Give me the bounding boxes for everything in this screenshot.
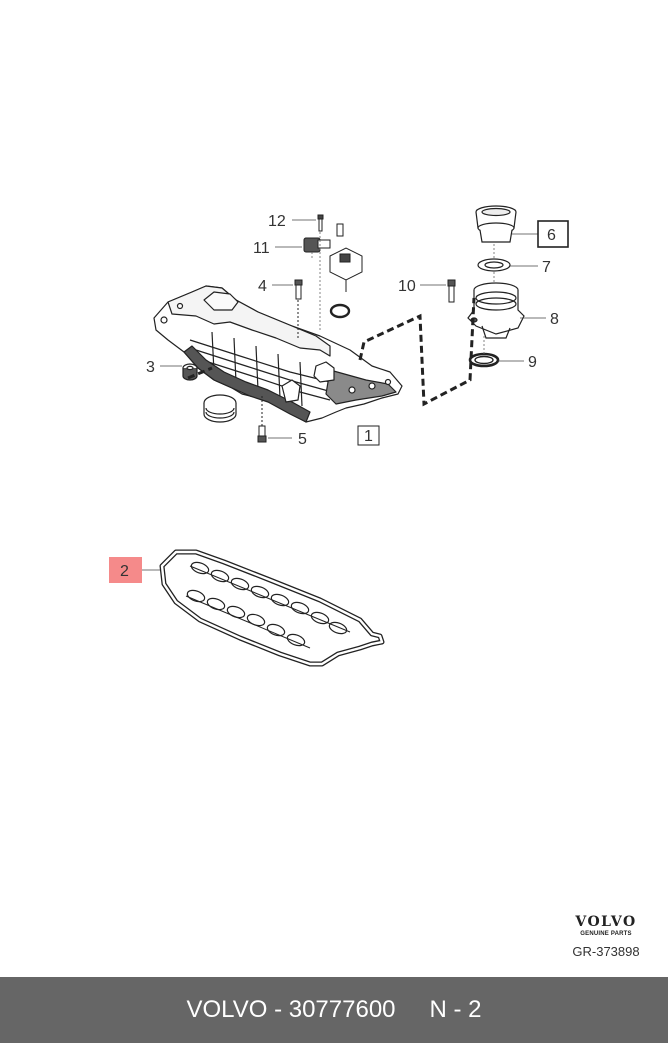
bolt-part-5 bbox=[257, 396, 267, 443]
parts-diagram: 12 11 4 3 5 1 10 6 7 8 9 2 bbox=[109, 205, 569, 667]
svg-text:6: 6 bbox=[547, 227, 556, 244]
svg-text:9: 9 bbox=[528, 354, 537, 371]
logo-wordmark: VOLVO bbox=[575, 914, 637, 930]
svg-text:3: 3 bbox=[146, 359, 155, 376]
callout-3: 3 bbox=[146, 359, 155, 376]
callout-2-highlighted: 2 bbox=[109, 557, 142, 583]
callout-1: 1 bbox=[357, 425, 380, 446]
footer-bar: VOLVO - 30777600 N - 2 bbox=[0, 977, 668, 1043]
filler-neck-part-8 bbox=[467, 282, 525, 339]
volvo-logo: VOLVO GENUINE PARTS bbox=[560, 914, 652, 938]
callout-9: 9 bbox=[528, 354, 537, 371]
footer-part-number: 30777600 bbox=[288, 996, 396, 1023]
diagram-reference-code: GR-373898 bbox=[572, 944, 640, 959]
o-ring-part-9 bbox=[468, 352, 500, 368]
svg-text:10: 10 bbox=[398, 278, 416, 295]
callout-4: 4 bbox=[258, 278, 267, 295]
bolt-part-10 bbox=[447, 279, 456, 303]
svg-text:12: 12 bbox=[268, 213, 286, 230]
gasket-part-2 bbox=[159, 549, 385, 667]
svg-text:2: 2 bbox=[120, 563, 129, 580]
footer-separator: - bbox=[274, 996, 283, 1023]
callout-11: 11 bbox=[253, 240, 270, 257]
callout-12: 12 bbox=[268, 213, 286, 230]
callout-6: 6 bbox=[537, 220, 569, 248]
gasket-upper-seals bbox=[189, 561, 351, 635]
svg-text:5: 5 bbox=[298, 431, 307, 448]
footer-brand: VOLVO bbox=[186, 996, 268, 1023]
logo-tagline: GENUINE PARTS bbox=[580, 931, 632, 937]
svg-text:4: 4 bbox=[258, 278, 267, 295]
callout-5: 5 bbox=[298, 431, 307, 448]
guide-lines bbox=[311, 232, 495, 354]
callout-7: 7 bbox=[542, 259, 551, 276]
filler-cap-part-6 bbox=[475, 205, 517, 243]
svg-text:11: 11 bbox=[253, 240, 270, 257]
clip-part-11 bbox=[303, 237, 331, 253]
screw-part-12 bbox=[317, 214, 324, 232]
svg-text:8: 8 bbox=[550, 311, 559, 328]
valve-cover-drawing bbox=[153, 285, 403, 423]
sensor-drawing bbox=[329, 223, 363, 319]
callout-10: 10 bbox=[398, 278, 416, 295]
dashed-gasket-lines bbox=[187, 297, 476, 407]
svg-text:7: 7 bbox=[542, 259, 551, 276]
gasket-lower-seals bbox=[185, 589, 311, 649]
bolt-part-4 bbox=[294, 279, 303, 340]
footer-position-label: N - 2 bbox=[429, 996, 482, 1023]
seal-part-7 bbox=[477, 258, 511, 272]
svg-text:1: 1 bbox=[364, 428, 373, 445]
callout-8: 8 bbox=[550, 311, 559, 328]
